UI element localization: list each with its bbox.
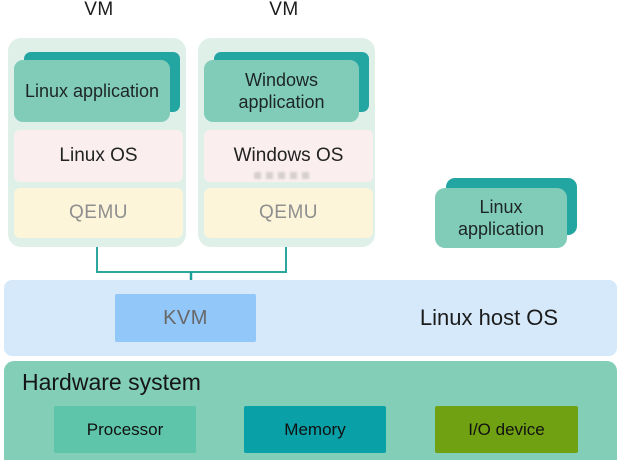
vm1-qemu-label: QEMU bbox=[69, 202, 128, 223]
vm1-app-label: Linux application bbox=[24, 80, 160, 101]
vm2-qemu-box: QEMU bbox=[204, 188, 373, 238]
host-app-card: Linux application bbox=[435, 188, 567, 248]
kvm-box: KVM bbox=[115, 294, 256, 342]
processor-label: Processor bbox=[86, 419, 164, 439]
hardware-system-band: Hardware system Processor Memory I/O dev… bbox=[4, 361, 617, 460]
vm1-title: VM bbox=[84, 0, 114, 20]
vm2-app-label: Windows application bbox=[238, 69, 325, 113]
io-device-box: I/O device bbox=[435, 406, 578, 453]
linux-host-os-label: Linux host OS bbox=[419, 305, 559, 330]
kvm-label: KVM bbox=[163, 306, 208, 329]
vm1-os-label: Linux OS bbox=[59, 145, 138, 166]
memory-label: Memory bbox=[284, 419, 346, 439]
io-device-label: I/O device bbox=[468, 419, 545, 439]
vm2-os-label: Windows OS bbox=[233, 145, 344, 166]
vm2-title: VM bbox=[269, 0, 299, 20]
host-app-label: Linux application bbox=[457, 196, 545, 240]
hardware-system-title: Hardware system bbox=[22, 369, 201, 395]
linux-host-os-band: KVM Linux host OS bbox=[4, 280, 617, 356]
erased-watermark-artifact bbox=[254, 172, 314, 179]
vm1-os-box: Linux OS bbox=[14, 130, 183, 182]
vm1-app-card: Linux application bbox=[14, 60, 170, 122]
vm1-qemu-box: QEMU bbox=[14, 188, 183, 238]
vm2-os-box: Windows OS bbox=[204, 130, 373, 182]
processor-box: Processor bbox=[54, 406, 196, 453]
vm1-container: Linux application Linux OS QEMU bbox=[8, 38, 186, 247]
vm2-container: Windows application Windows OS QEMU bbox=[198, 38, 375, 247]
vm2-app-card: Windows application bbox=[204, 60, 359, 122]
memory-box: Memory bbox=[244, 406, 386, 453]
vm2-qemu-label: QEMU bbox=[259, 202, 318, 223]
vm-to-kvm-connector bbox=[96, 247, 287, 295]
